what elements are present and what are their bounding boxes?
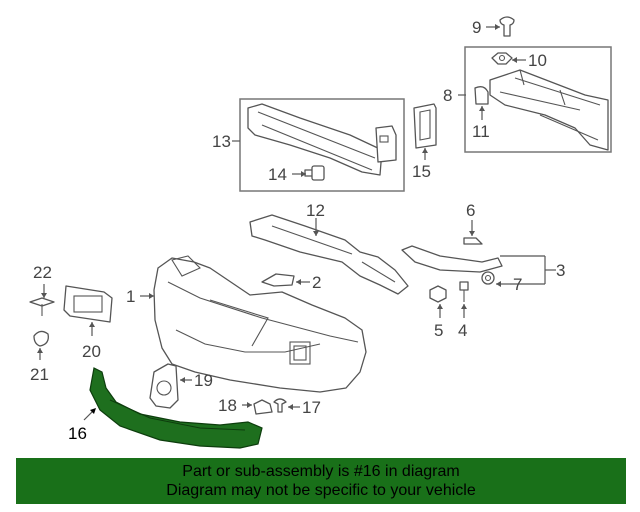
- clip-2: [261, 273, 295, 287]
- callout-1: 1: [126, 287, 135, 306]
- bracket-assembly: [489, 69, 609, 151]
- info-banner: Part or sub-assembly is #16 in diagram D…: [16, 458, 626, 504]
- callout-19: 19: [194, 371, 213, 390]
- nut-7: [481, 271, 495, 285]
- callout-18: 18: [218, 396, 237, 415]
- bracket-group-box: [464, 46, 612, 153]
- callout-9: 9: [472, 18, 481, 37]
- callout-15: 15: [412, 162, 431, 181]
- callout-5: 5: [434, 321, 443, 340]
- bracket-15: [413, 103, 437, 149]
- callout-14: 14: [268, 165, 287, 184]
- bracket-15-piece: [375, 125, 397, 163]
- bumper-cover: [153, 255, 367, 393]
- callout-6: 6: [466, 201, 475, 220]
- callout-4: 4: [458, 321, 467, 340]
- callout-3: 3: [556, 261, 565, 280]
- clip-11: [474, 86, 489, 105]
- side-bracket: [401, 245, 503, 273]
- lower-deflector-highlighted: [89, 367, 263, 449]
- license-plate-bracket: [63, 285, 113, 323]
- retainer-18: [253, 399, 273, 415]
- bolt-5: [429, 285, 447, 303]
- callout-2: 2: [312, 273, 321, 292]
- callout-16: 16: [68, 424, 87, 443]
- clip-21: [33, 330, 49, 347]
- nut-10: [491, 52, 513, 65]
- energy-absorber: [249, 214, 409, 295]
- callout-20: 20: [82, 342, 101, 361]
- stud-4: [459, 281, 469, 302]
- callout-12: 12: [306, 201, 325, 220]
- callout-10: 10: [528, 51, 547, 70]
- callout-7: 7: [513, 275, 522, 294]
- callout-17: 17: [302, 398, 321, 417]
- callout-21: 21: [30, 365, 49, 384]
- fog-lamp-bracket: [149, 363, 179, 409]
- banner-line-1: Part or sub-assembly is #16 in diagram: [182, 463, 460, 480]
- banner-line-2: Diagram may not be specific to your vehi…: [166, 482, 476, 499]
- impact-bar: [247, 103, 383, 176]
- callout-22: 22: [33, 263, 52, 282]
- push-pin-17: [273, 398, 287, 413]
- impact-bar-group-box: [239, 98, 405, 192]
- parts-diagram: 9 10 11 8 14 13 15 12: [29, 16, 612, 449]
- push-pin-22: [29, 297, 55, 316]
- clip-6: [463, 237, 483, 245]
- bolt-14: [304, 165, 325, 181]
- push-pin-9: [499, 16, 515, 37]
- callout-13: 13: [212, 132, 231, 151]
- callout-8: 8: [443, 86, 452, 105]
- callout-11: 11: [472, 122, 490, 141]
